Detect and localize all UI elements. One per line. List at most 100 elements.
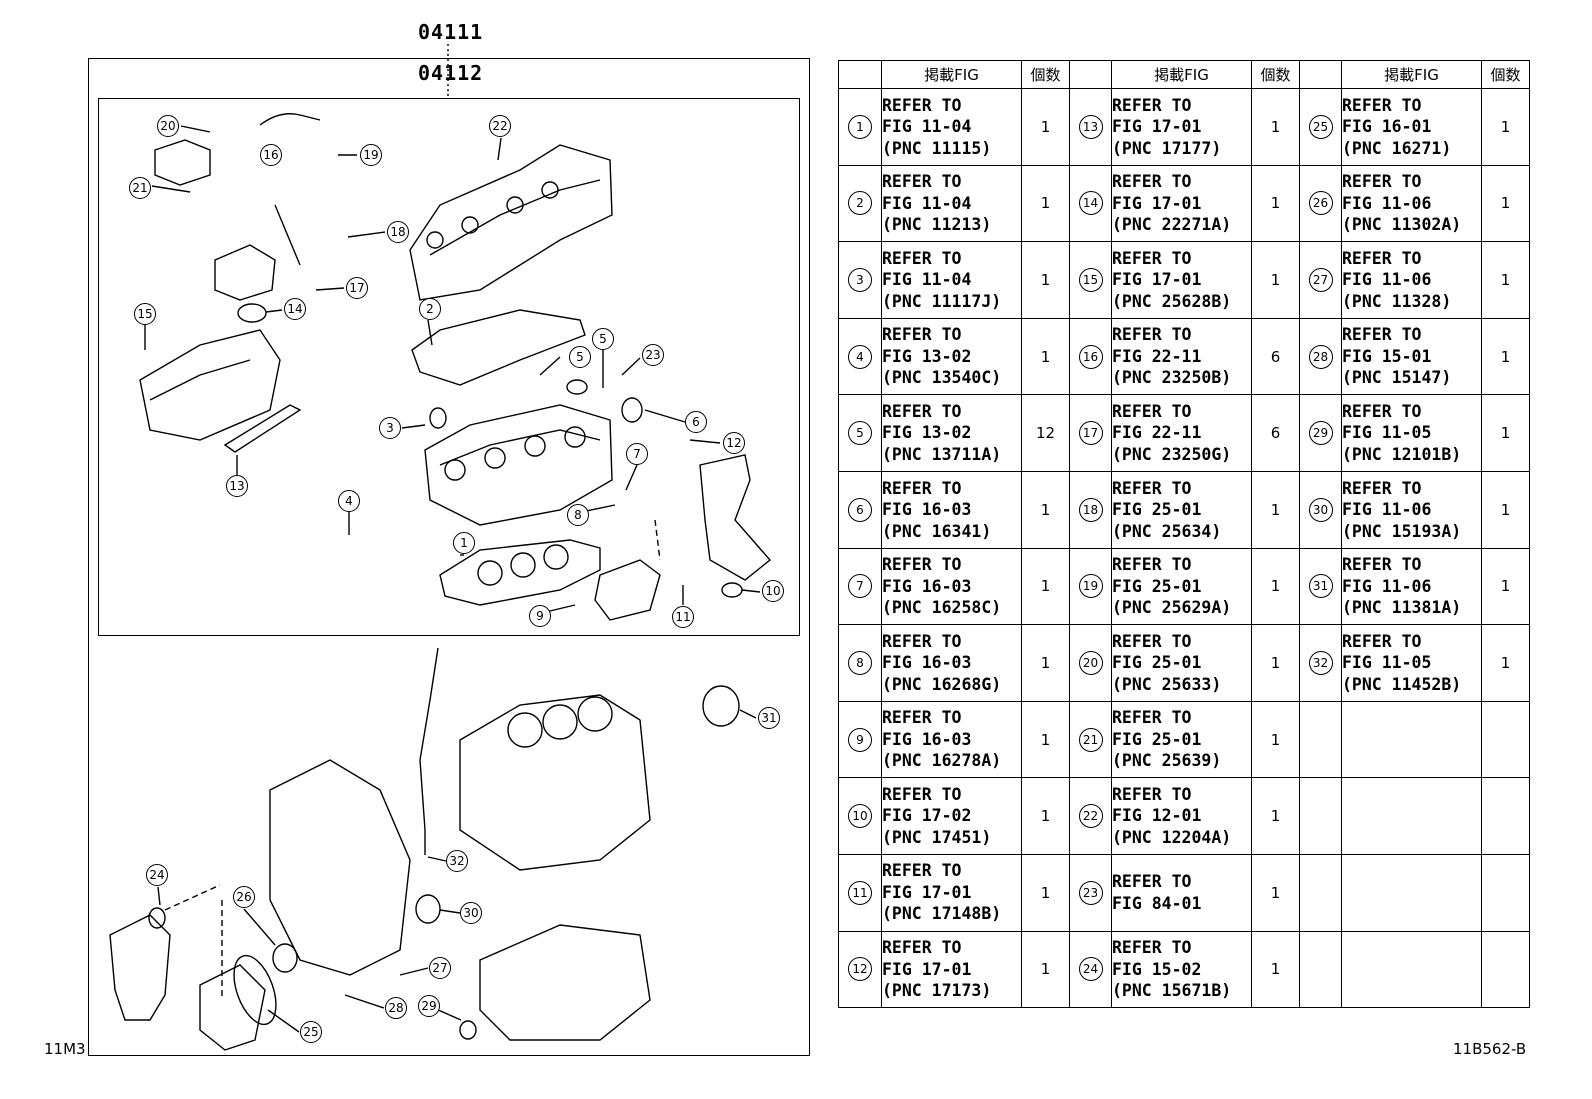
ref-number-circle: 23 <box>1078 880 1103 905</box>
callout-8: 8 <box>567 504 589 526</box>
quantity-cell: 1 <box>1021 930 1070 1009</box>
quantity-cell: 1 <box>1021 241 1070 319</box>
refer-to-fig-cell: REFER TO FIG 11-04 (PNC 11115) <box>881 88 1022 166</box>
callout-14: 14 <box>284 298 306 320</box>
ref-number-circle: 6 <box>848 497 872 522</box>
ref-number-circle: 10 <box>848 804 872 829</box>
ref-number-cell: 26 <box>1299 164 1342 243</box>
refer-to-fig-cell: REFER TO FIG 17-01 (PNC 17177) <box>1111 88 1252 166</box>
ref-number-circle: 5 <box>848 421 872 446</box>
callout-13: 13 <box>226 475 248 497</box>
callout-15: 15 <box>134 303 156 325</box>
refer-to-fig-cell: REFER TO FIG 17-01 (PNC 25628B) <box>1111 241 1252 319</box>
callout-31: 31 <box>758 707 780 729</box>
refer-to-fig-cell: REFER TO FIG 17-01 (PNC 17173) <box>881 930 1022 1009</box>
refer-to-fig-cell: REFER TO FIG 17-01 (PNC 22271A) <box>1111 164 1252 243</box>
figure-left-code: 11M3 <box>44 1040 86 1058</box>
refer-to-fig-cell: REFER TO FIG 25-01 (PNC 25633) <box>1111 624 1252 702</box>
quantity-cell: 1 <box>1251 547 1300 626</box>
refer-to-fig-cell: REFER TO FIG 25-01 (PNC 25634) <box>1111 470 1252 549</box>
quantity-cell: 1 <box>1251 241 1300 319</box>
kit-number-outer: 04111 <box>418 20 484 44</box>
ref-number-circle: 14 <box>1078 191 1103 216</box>
refer-to-fig-cell: REFER TO FIG 84-01 <box>1111 853 1252 932</box>
callout-5b: 5 <box>592 328 614 350</box>
quantity-cell: 1 <box>1021 853 1070 932</box>
ref-number-cell: 5 <box>838 394 882 472</box>
ref-number-circle: 11 <box>848 880 872 905</box>
ref-number-cell: 13 <box>1069 88 1112 166</box>
ref-number-circle: 12 <box>848 957 872 982</box>
ref-number-cell: 32 <box>1299 624 1342 702</box>
refer-to-fig-cell <box>1341 777 1482 855</box>
header-num <box>838 60 882 89</box>
refer-to-fig-cell: REFER TO FIG 25-01 (PNC 25639) <box>1111 700 1252 779</box>
kit-number-inner: 04112 <box>418 61 484 85</box>
callout-10: 10 <box>762 580 784 602</box>
refer-to-fig-cell: REFER TO FIG 16-03 (PNC 16278A) <box>881 700 1022 779</box>
figure-right-code: 11B562-B <box>1453 1040 1527 1058</box>
refer-to-fig-cell: REFER TO FIG 11-06 (PNC 11328) <box>1341 241 1482 319</box>
quantity-cell: 1 <box>1481 317 1530 396</box>
refer-to-fig-cell: REFER TO FIG 22-11 (PNC 23250B) <box>1111 317 1252 396</box>
refer-to-fig-cell <box>1341 930 1482 1009</box>
callout-20: 20 <box>157 115 179 137</box>
ref-number-circle: 17 <box>1078 421 1103 446</box>
callout-6: 6 <box>685 411 707 433</box>
ref-number-cell: 1 <box>838 88 882 166</box>
ref-number-cell: 4 <box>838 317 882 396</box>
ref-number-cell <box>1299 853 1342 932</box>
callout-9: 9 <box>529 605 551 627</box>
refer-to-fig-cell: REFER TO FIG 16-03 (PNC 16341) <box>881 470 1022 549</box>
table-row: 12 REFER TO FIG 17-01 (PNC 17173)1 24 REFER… <box>838 930 1530 1009</box>
ref-number-cell: 12 <box>838 930 882 1009</box>
ref-number-circle: 4 <box>848 344 872 369</box>
ref-number-cell: 18 <box>1069 470 1112 549</box>
ref-number-circle: 24 <box>1078 957 1103 982</box>
header-qty: 個数 <box>1251 60 1300 89</box>
ref-number-circle: 3 <box>848 267 872 292</box>
ref-number-cell: 25 <box>1299 88 1342 166</box>
ref-number-cell <box>1299 777 1342 855</box>
ref-number-circle: 13 <box>1078 114 1103 139</box>
quantity-cell: 6 <box>1251 317 1300 396</box>
ref-number-cell: 30 <box>1299 470 1342 549</box>
refer-to-fig-cell: REFER TO FIG 13-02 (PNC 13711A) <box>881 394 1022 472</box>
ref-number-circle: 8 <box>848 650 872 675</box>
refer-to-fig-cell: REFER TO FIG 11-04 (PNC 11213) <box>881 164 1022 243</box>
quantity-cell <box>1481 853 1530 932</box>
ref-number-cell: 24 <box>1069 930 1112 1009</box>
callout-24: 24 <box>146 864 168 886</box>
callout-32: 32 <box>446 850 468 872</box>
ref-number-cell: 29 <box>1299 394 1342 472</box>
ref-number-circle: 2 <box>848 191 872 216</box>
table-header-row: 掲載FIG 個数 掲載FIG 個数 掲載FIG 個数 <box>838 60 1530 89</box>
quantity-cell <box>1481 700 1530 779</box>
ref-number-circle: 1 <box>848 114 872 139</box>
callout-4: 4 <box>338 490 360 512</box>
callout-25: 25 <box>300 1021 322 1043</box>
ref-number-cell: 2 <box>838 164 882 243</box>
quantity-cell: 1 <box>1021 164 1070 243</box>
ref-number-cell <box>1299 930 1342 1009</box>
refer-to-fig-cell: REFER TO FIG 25-01 (PNC 25629A) <box>1111 547 1252 626</box>
callout-1: 1 <box>453 532 475 554</box>
quantity-cell: 1 <box>1251 700 1300 779</box>
ref-number-circle: 18 <box>1078 497 1103 522</box>
header-qty: 個数 <box>1481 60 1530 89</box>
refer-to-fig-cell: REFER TO FIG 15-02 (PNC 15671B) <box>1111 930 1252 1009</box>
quantity-cell: 1 <box>1481 164 1530 243</box>
refer-to-fig-cell: REFER TO FIG 16-03 (PNC 16268G) <box>881 624 1022 702</box>
quantity-cell: 1 <box>1021 470 1070 549</box>
quantity-cell <box>1481 777 1530 855</box>
ref-number-cell: 3 <box>838 241 882 319</box>
ref-number-circle: 27 <box>1308 267 1333 292</box>
ref-number-circle: 19 <box>1078 574 1103 599</box>
ref-number-cell: 17 <box>1069 394 1112 472</box>
ref-number-circle: 7 <box>848 574 872 599</box>
callout-23: 23 <box>642 344 664 366</box>
ref-number-cell: 20 <box>1069 624 1112 702</box>
